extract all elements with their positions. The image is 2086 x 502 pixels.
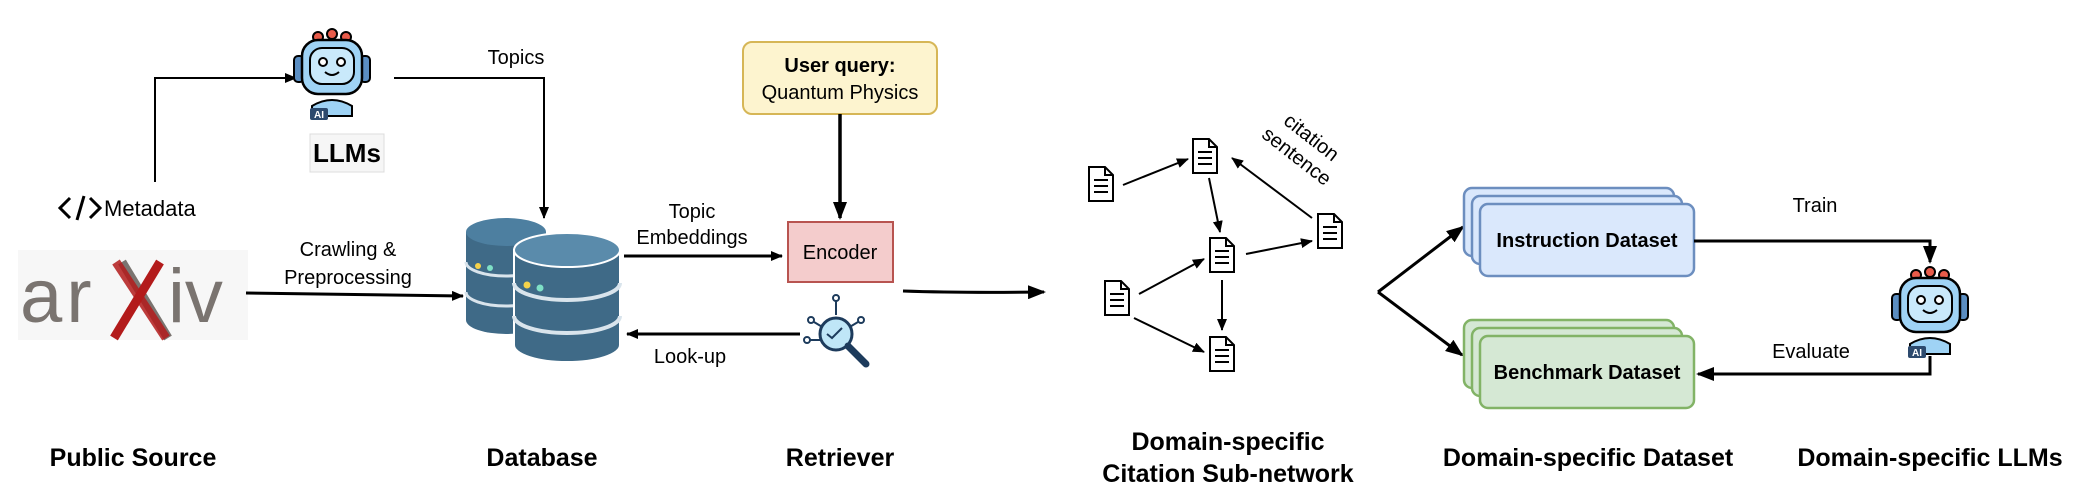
stage-title-dataset: Domain-specific Dataset [1443,444,1734,472]
arxiv-logo: ar iv arXiv [18,250,248,341]
stage-title-public-source: Public Source [50,444,217,472]
svg-text:iv: iv [168,254,223,339]
instruction-dataset-box [1462,186,1696,278]
edge-llms-to-database [394,77,549,219]
instruction-dataset-label: Instruction Dataset [1496,230,1677,252]
stage-title-subnetwork-line2: Citation Sub-network [1102,460,1353,488]
edge-metadata-to-llms [154,73,297,182]
stage-title-database: Database [486,444,597,472]
llm-ai-badge: AI [314,110,324,121]
topics-label: Topics [488,47,545,69]
stage-title-subnetwork-line1: Domain-specific [1131,428,1324,456]
edge-encoder-to-subnetwork [902,285,1046,300]
benchmark-dataset-label: Benchmark Dataset [1494,362,1681,384]
edge-arxiv-to-database [245,290,464,301]
user-query-value: Quantum Physics [762,82,919,104]
document-icon [1209,237,1235,273]
citation-edge [1245,238,1313,255]
stage-title-llms: Domain-specific LLMs [1797,444,2062,472]
metadata-label: Metadata [104,196,196,221]
citation-edge [1138,258,1205,295]
robot-icon: AI [1891,266,1969,359]
robot-icon: AI [293,28,371,121]
crawling-label-line1: Crawling & [300,239,397,261]
citation-edge [1231,157,1313,219]
document-icon [1088,166,1114,202]
stage-title-retriever: Retriever [786,444,895,472]
edge-subnetwork-to-instruction [1377,225,1465,294]
document-icon [1209,336,1235,372]
llm-label: LLMs [313,138,381,168]
benchmark-dataset-box [1462,318,1696,410]
svg-text:ar: ar [20,254,96,339]
citation-edge [1122,158,1189,186]
database-icon [464,218,622,363]
final-llm-ai-badge: AI [1912,348,1922,359]
crawling-label-line2: Preprocessing [284,267,412,289]
llm-label-box [309,133,385,173]
encoder-box [787,221,894,283]
code-icon [57,195,103,221]
topic-emb-label-line1: Topic [669,201,716,223]
evaluate-label: Evaluate [1772,341,1850,363]
encoder-label: Encoder [803,242,878,264]
citation-subnetwork [1088,138,1343,372]
document-icon [1104,280,1130,316]
lookup-label: Look-up [654,346,726,368]
edge-subnetwork-to-benchmark [1377,290,1464,357]
citation-edge [1133,317,1205,353]
document-icon [1317,213,1343,249]
topic-emb-label-line2: Embeddings [636,227,747,249]
edge-llm-to-benchmark [1696,356,1932,381]
user-query-title: User query: [784,55,895,77]
retriever-search-icon [803,294,870,368]
edge-instruction-to-llm [1694,239,1937,264]
citation-edge [1208,177,1223,233]
train-label: Train [1793,195,1838,217]
document-icon [1192,138,1218,174]
